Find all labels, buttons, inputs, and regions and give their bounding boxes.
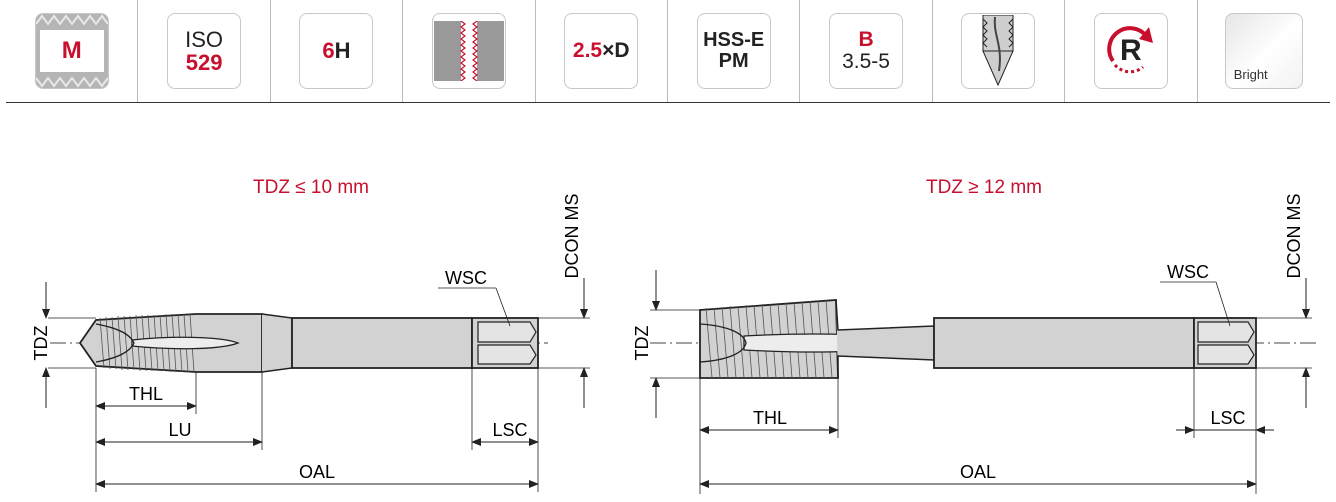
left-dcon-label: DCON MS [562, 194, 582, 279]
right-wsc-label: WSC [1167, 262, 1209, 282]
tolerance-letter: H [334, 38, 351, 64]
icon-cell-depth: 2.5×D [536, 0, 668, 102]
chamfer-form-letter: B [858, 27, 874, 51]
icon-bar: M ISO 529 6H 2.5×D HSS-E PM [6, 0, 1330, 103]
right-lsc-label: LSC [1210, 408, 1245, 428]
icon-cell-material: HSS-E PM [668, 0, 801, 102]
left-lu-label: LU [168, 420, 191, 440]
chamfer-range: 3.5-5 [842, 50, 890, 73]
left-oal-label: OAL [299, 462, 335, 482]
right-tdz-label: TDZ [632, 326, 652, 361]
icon-cell-thread: M [6, 0, 139, 102]
standard-line1: ISO [185, 26, 224, 52]
right-oal-label: OAL [960, 462, 996, 482]
icon-cell-hole-type [403, 0, 536, 102]
spiral-point-icon [961, 13, 1036, 89]
icon-cell-coating: Bright [1198, 0, 1330, 102]
material-line1: HSS-E [703, 29, 765, 51]
left-tap-drawing: TDZ ≤ 10 mm TDZ DCON MS WSC [31, 177, 590, 492]
right-tap-drawing: TDZ ≥ 12 mm TDZ DCON MS WSC [632, 177, 1320, 494]
icon-cell-point [933, 0, 1066, 102]
standard-badge: ISO 529 [167, 13, 242, 89]
icon-cell-chamfer: B 3.5-5 [800, 0, 933, 102]
depth-number: 2.5 [572, 38, 603, 62]
depth-badge: 2.5×D [564, 13, 639, 89]
chamfer-badge: B 3.5-5 [829, 13, 904, 89]
rotation-badge: R [1093, 13, 1168, 89]
left-thl-label: THL [129, 384, 163, 404]
right-thl-label: THL [753, 408, 787, 428]
material-line2: PM [718, 50, 749, 72]
thread-profile-icon: M [34, 13, 109, 89]
icon-cell-tolerance: 6H [271, 0, 404, 102]
material-badge: HSS-E PM [696, 13, 771, 89]
left-tdz-label: TDZ [31, 326, 51, 361]
standard-line2: 529 [185, 50, 223, 75]
technical-drawings: TDZ ≤ 10 mm TDZ DCON MS WSC [31, 177, 1320, 494]
rotation-letter: R [1119, 34, 1142, 68]
coating-swatch: Bright [1224, 13, 1303, 89]
left-lsc-label: LSC [492, 420, 527, 440]
depth-suffix: ×D [602, 38, 630, 62]
right-hand-rotation-icon [1107, 26, 1153, 74]
tolerance-number: 6 [322, 38, 335, 64]
coating-label: Bright [1233, 67, 1268, 83]
thread-type-label: M [61, 37, 82, 65]
icon-cell-rotation: R [1065, 0, 1198, 102]
tolerance-badge: 6H [299, 13, 374, 89]
through-hole-icon [431, 13, 506, 89]
left-title: TDZ ≤ 10 mm [253, 177, 369, 198]
left-wsc-label: WSC [445, 268, 487, 288]
right-title: TDZ ≥ 12 mm [926, 177, 1042, 198]
right-dcon-label: DCON MS [1284, 194, 1304, 279]
icon-cell-standard: ISO 529 [138, 0, 271, 102]
